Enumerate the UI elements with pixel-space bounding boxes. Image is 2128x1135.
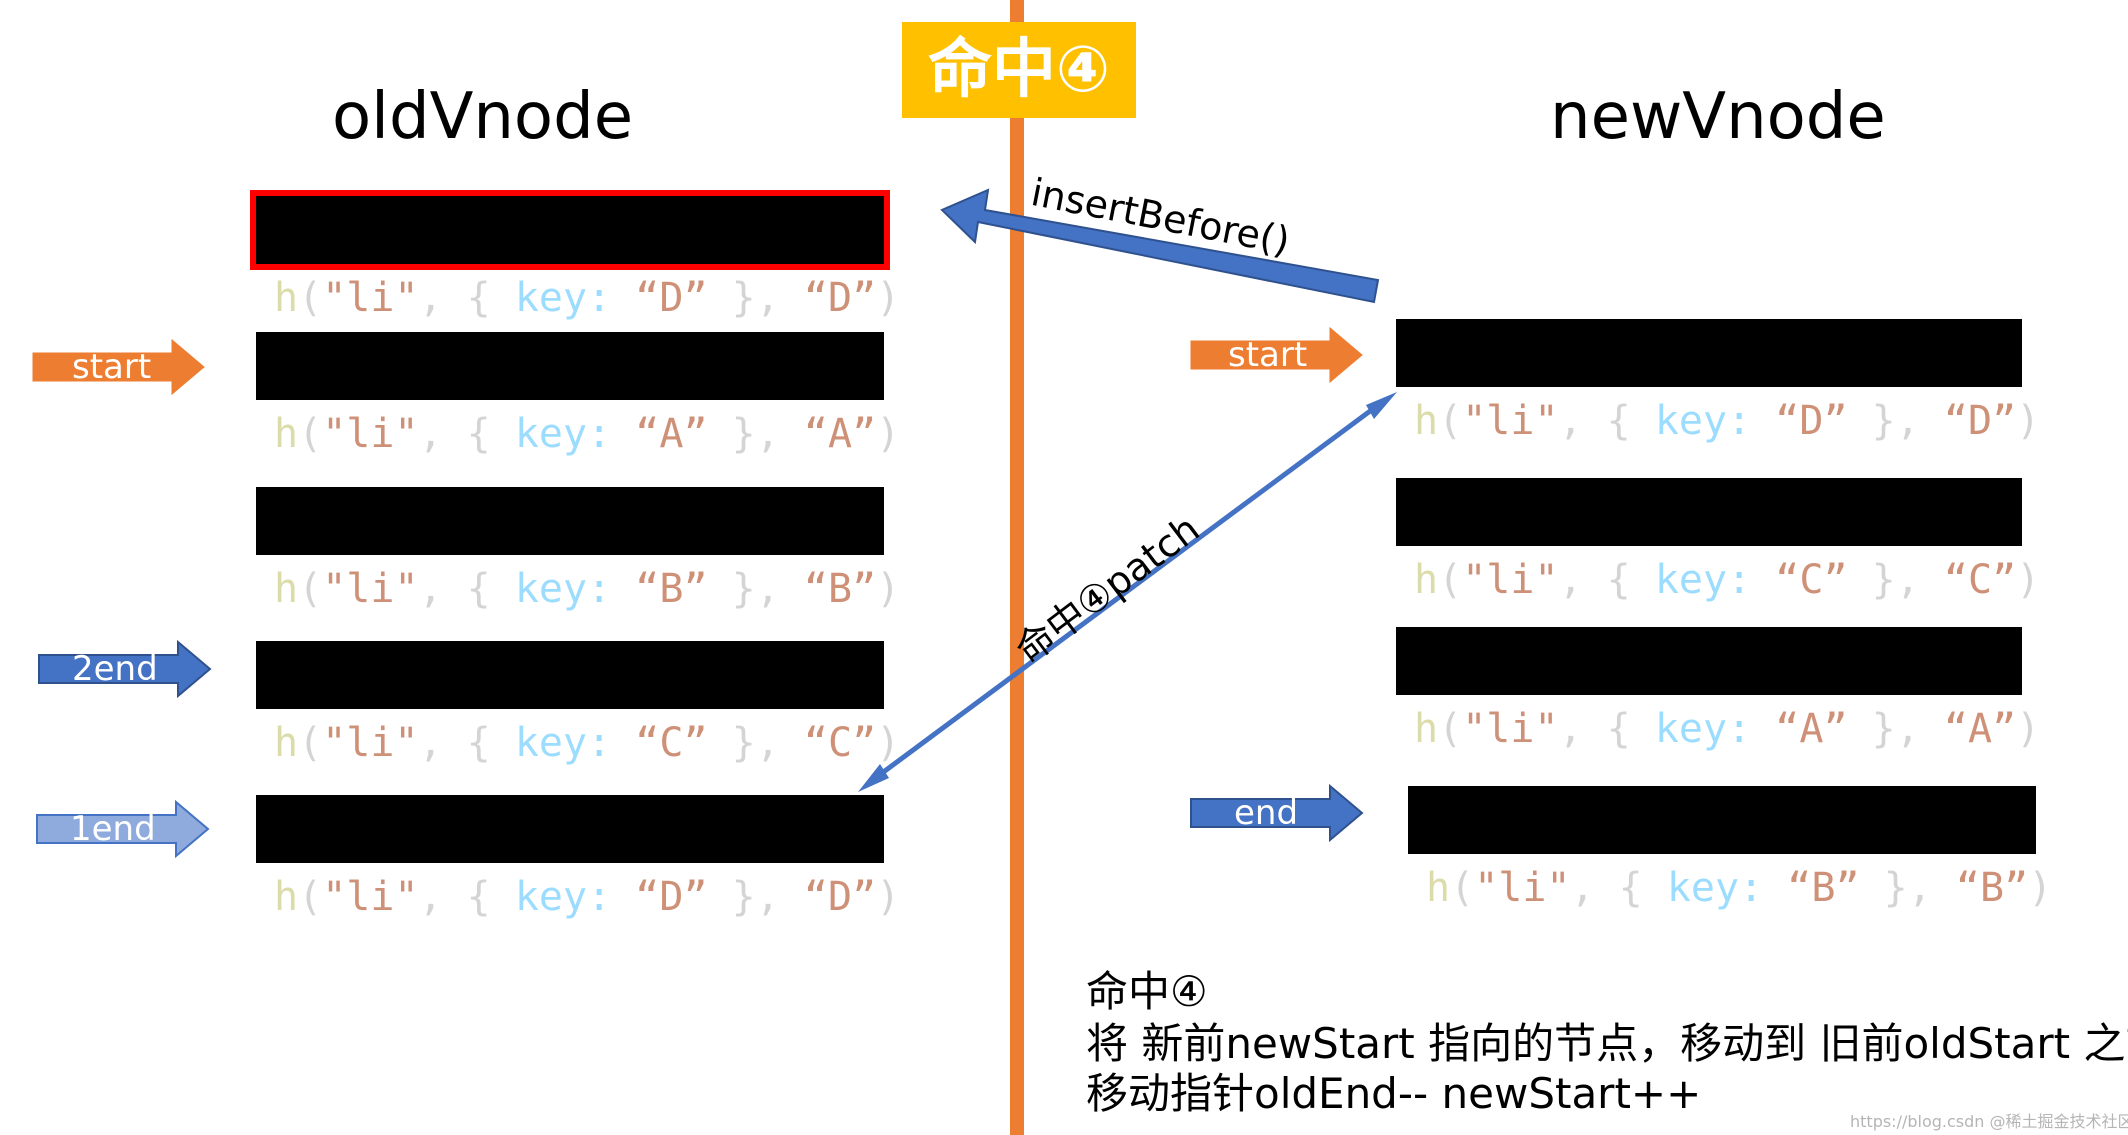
new-node-2: h("li", { key: “C” }, “C”) [1396, 478, 2040, 603]
new-node-3: h("li", { key: “A” }, “A”) [1396, 627, 2040, 752]
old-2end-label: 2end [72, 649, 158, 689]
old-node-2: h("li", { key: “A” }, “A”) [256, 332, 900, 457]
center-divider [1010, 0, 1024, 1135]
old-2end-arrow-icon [38, 640, 212, 698]
note-line-3: 移动指针oldEnd-- newStart++ [1086, 1069, 1702, 1118]
old-1end-arrow-icon [36, 800, 210, 858]
new-node-4: h("li", { key: “B” }, “B”) [1408, 786, 2052, 911]
old-node-1: h("li", { key: “D” }, “D”) [250, 190, 900, 321]
old-vnode-heading: oldVnode [332, 80, 634, 154]
new-end-arrow-icon [1190, 784, 1364, 842]
new-node-1: h("li", { key: “D” }, “D”) [1396, 319, 2040, 444]
new-end-label: end [1234, 793, 1299, 833]
old-start-arrow-icon [32, 338, 205, 396]
old-2end-pointer: 2end [38, 640, 212, 698]
watermark: https://blog.csdn @稀土掘金技术社区 [1850, 1112, 2128, 1131]
note-line-2: 将 新前newStart 指向的节点，移动到 旧前oldStart 之前 [1086, 1019, 2128, 1068]
old-start-label: start [72, 347, 152, 387]
new-vnode-heading: newVnode [1550, 80, 1886, 154]
new-start-label: start [1228, 335, 1308, 375]
old-1end-label: 1end [70, 809, 156, 849]
new-start-arrow-icon [1190, 326, 1363, 384]
old-start-pointer: start [32, 338, 206, 396]
hit-badge: 命中④ [902, 22, 1136, 118]
old-1end-pointer: 1end [36, 800, 210, 858]
old-node-5: h("li", { key: “D” }, “D”) [256, 795, 900, 920]
note-line-1: 命中④ [1086, 967, 1208, 1016]
patch-arrow-icon [858, 392, 1397, 792]
new-start-pointer: start [1190, 326, 1364, 384]
old-node-4: h("li", { key: “C” }, “C”) [256, 641, 900, 766]
old-node-3: h("li", { key: “B” }, “B”) [256, 487, 900, 612]
new-end-pointer: end [1190, 784, 1364, 842]
insert-before-arrow-icon [940, 188, 1380, 304]
